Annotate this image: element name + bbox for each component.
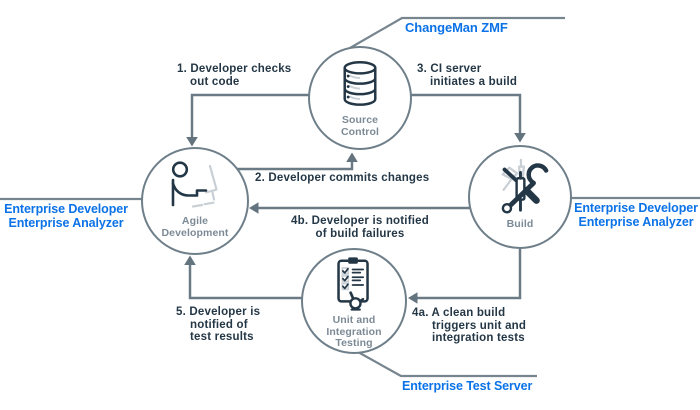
- node-label-agile-development: Agile Development: [161, 215, 229, 239]
- node-build: Build: [468, 145, 572, 249]
- node-label-source-control: Source Control: [340, 114, 380, 138]
- node-agile-development: Agile Development: [141, 147, 249, 255]
- step-3-label: 3. CI server initiates a build: [417, 63, 518, 88]
- arrow-step2: [236, 152, 358, 171]
- product-enterprise-test-server: Enterprise Test Server: [402, 379, 533, 393]
- node-label-build: Build: [506, 218, 534, 230]
- arrow-step4a: [408, 240, 522, 304]
- step-4a-label: 4a. A clean build triggers unit and inte…: [412, 307, 527, 344]
- node-label-unit-integration-testing: Unit and Integration Testing: [326, 314, 382, 349]
- arrow-step1: [186, 93, 338, 147]
- product-right-enterprise: Enterprise Developer Enterprise Analyzer: [574, 201, 698, 229]
- connector-test-server: [357, 351, 537, 378]
- checklist-hand-icon: [337, 257, 369, 311]
- product-left-enterprise: Enterprise Developer Enterprise Analyzer: [4, 202, 128, 230]
- step-2-label: 2. Developer commits changes: [255, 172, 430, 184]
- database-icon: [343, 61, 377, 106]
- node-source-control: Source Control: [308, 46, 412, 150]
- arrow-step3: [402, 93, 526, 143]
- arrow-step5: [184, 255, 303, 300]
- arrow-step4b: [249, 202, 478, 214]
- node-unit-integration-testing: Unit and Integration Testing: [301, 248, 407, 354]
- step-4b-label: 4b. Developer is notified of build failu…: [291, 215, 429, 240]
- step-5-label: 5. Developer is notified of test results: [176, 306, 261, 343]
- developer-at-computer-icon: [171, 161, 218, 208]
- product-changeman-zmf: ChangeMan ZMF: [405, 20, 508, 35]
- step-1-label: 1. Developer checks out code: [177, 63, 292, 88]
- crossed-tools-icon: [501, 158, 549, 214]
- connector-changeman: [349, 16, 565, 49]
